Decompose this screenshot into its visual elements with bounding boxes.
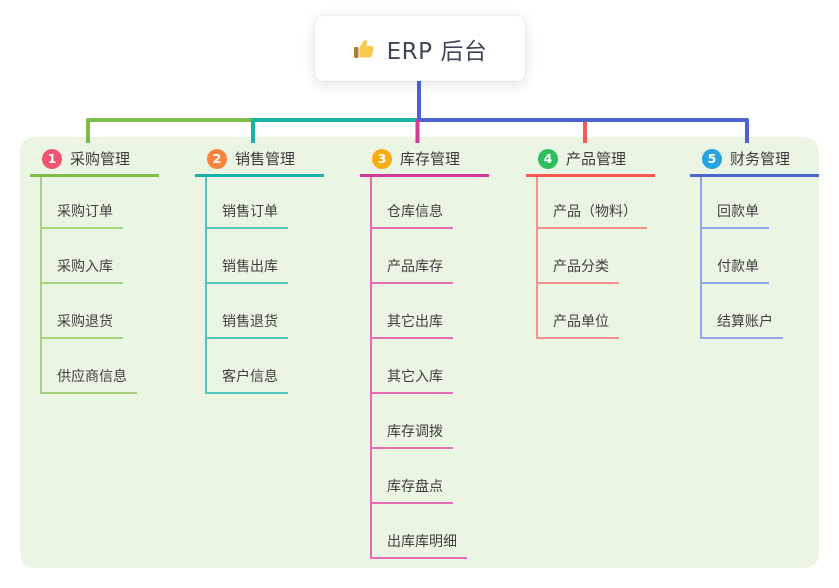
child-node[interactable]: 仓库信息 [370, 201, 453, 229]
branch-inventory: 3 库存管理 仓库信息 产品库存 其它出库 其它入库 库存调拨 库存盘点 出库库… [360, 143, 489, 559]
child-node[interactable]: 采购退货 [40, 311, 123, 339]
child-node[interactable]: 产品单位 [536, 311, 619, 339]
branch-number-badge: 4 [538, 148, 558, 169]
branch-number-badge: 2 [207, 148, 227, 169]
child-node[interactable]: 结算账户 [700, 311, 783, 339]
child-node[interactable]: 库存盘点 [370, 476, 453, 504]
child-node[interactable]: 出库库明细 [370, 531, 467, 559]
branch-header[interactable]: 3 库存管理 [360, 143, 489, 177]
child-node[interactable]: 采购订单 [40, 201, 123, 229]
branch-header[interactable]: 4 产品管理 [526, 143, 655, 177]
branch-title: 销售管理 [235, 150, 296, 168]
child-node[interactable]: 其它出库 [370, 311, 453, 339]
child-node[interactable]: 其它入库 [370, 366, 453, 394]
branch-header[interactable]: 2 销售管理 [195, 143, 324, 177]
branch-title: 财务管理 [730, 150, 791, 168]
branch-children: 仓库信息 产品库存 其它出库 其它入库 库存调拨 库存盘点 出库库明细 [370, 177, 489, 559]
branch-number-badge: 5 [702, 148, 722, 169]
branch-children: 回款单 付款单 结算账户 [700, 177, 819, 339]
child-node[interactable]: 供应商信息 [40, 366, 137, 394]
child-node[interactable]: 产品（物料） [536, 201, 647, 229]
branch-finance: 5 财务管理 回款单 付款单 结算账户 [690, 143, 819, 339]
child-node[interactable]: 销售订单 [205, 201, 288, 229]
child-node[interactable]: 销售出库 [205, 256, 288, 284]
branch-title: 产品管理 [566, 150, 627, 168]
root-label: ERP 后台 [386, 38, 488, 65]
branch-number-badge: 1 [42, 148, 62, 169]
thumbs-up-icon [353, 39, 374, 58]
branch-children: 产品（物料） 产品分类 产品单位 [536, 177, 655, 339]
root-node[interactable]: ERP 后台 [315, 16, 525, 81]
child-node[interactable]: 回款单 [700, 201, 769, 229]
child-node[interactable]: 库存调拨 [370, 421, 453, 449]
branch-title: 采购管理 [70, 150, 131, 168]
branch-sales: 2 销售管理 销售订单 销售出库 销售退货 客户信息 [195, 143, 324, 394]
branch-purchase: 1 采购管理 采购订单 采购入库 采购退货 供应商信息 [30, 143, 159, 394]
branch-number-badge: 3 [372, 148, 392, 169]
branch-children: 销售订单 销售出库 销售退货 客户信息 [205, 177, 324, 394]
branch-header[interactable]: 1 采购管理 [30, 143, 159, 177]
branches-panel [20, 137, 819, 568]
child-node[interactable]: 销售退货 [205, 311, 288, 339]
child-node[interactable]: 采购入库 [40, 256, 123, 284]
branch-title: 库存管理 [400, 150, 461, 168]
branch-header[interactable]: 5 财务管理 [690, 143, 819, 177]
branch-product: 4 产品管理 产品（物料） 产品分类 产品单位 [526, 143, 655, 339]
child-node[interactable]: 客户信息 [205, 366, 288, 394]
child-node[interactable]: 付款单 [700, 256, 769, 284]
branch-children: 采购订单 采购入库 采购退货 供应商信息 [40, 177, 159, 394]
child-node[interactable]: 产品库存 [370, 256, 453, 284]
child-node[interactable]: 产品分类 [536, 256, 619, 284]
